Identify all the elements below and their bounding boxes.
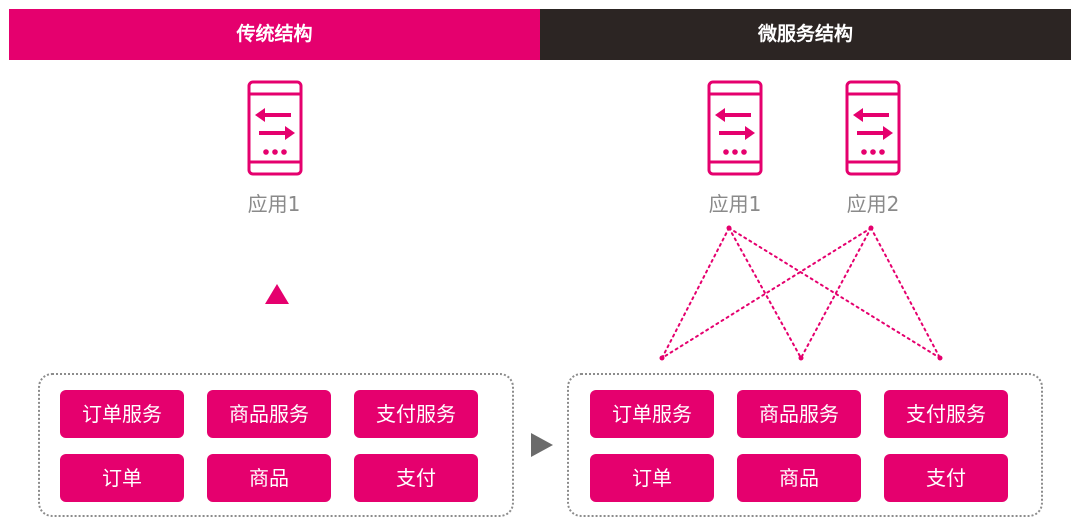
- traditional-data-order: 订单: [60, 454, 184, 502]
- connector-app1-product: [728, 227, 802, 359]
- traditional-service-payment: 支付服务: [354, 390, 478, 438]
- traditional-service-group: [38, 373, 514, 517]
- phone-transfer-icon: [845, 80, 901, 176]
- microservice-service-order: 订单服务: [590, 390, 714, 438]
- microservice-data-product: 商品: [737, 454, 861, 502]
- microservice-header: 微服务结构: [540, 9, 1071, 60]
- connector-app1-order: [661, 227, 730, 359]
- traditional-service-order: 订单服务: [60, 390, 184, 438]
- triangle-right-icon: [531, 433, 553, 457]
- connector-app1-payment: [728, 227, 941, 359]
- phone-transfer-icon: [707, 80, 763, 176]
- microservice-service-group: [567, 373, 1043, 517]
- traditional-data-product: 商品: [207, 454, 331, 502]
- traditional-data-payment: 支付: [354, 454, 478, 502]
- phone-transfer-icon: [247, 80, 303, 176]
- microservice-app2-label: 应用2: [846, 192, 900, 216]
- microservice-data-order: 订单: [590, 454, 714, 502]
- triangle-up-icon: [265, 284, 289, 304]
- connector-app2-order: [661, 227, 872, 359]
- microservice-app1-label: 应用1: [708, 192, 762, 216]
- connector-app2-product: [800, 227, 872, 359]
- microservice-service-payment: 支付服务: [884, 390, 1008, 438]
- connector-app2-payment: [870, 227, 941, 359]
- traditional-header: 传统结构: [9, 9, 540, 60]
- microservice-service-product: 商品服务: [737, 390, 861, 438]
- microservice-data-payment: 支付: [884, 454, 1008, 502]
- traditional-app-label: 应用1: [247, 192, 301, 216]
- traditional-service-product: 商品服务: [207, 390, 331, 438]
